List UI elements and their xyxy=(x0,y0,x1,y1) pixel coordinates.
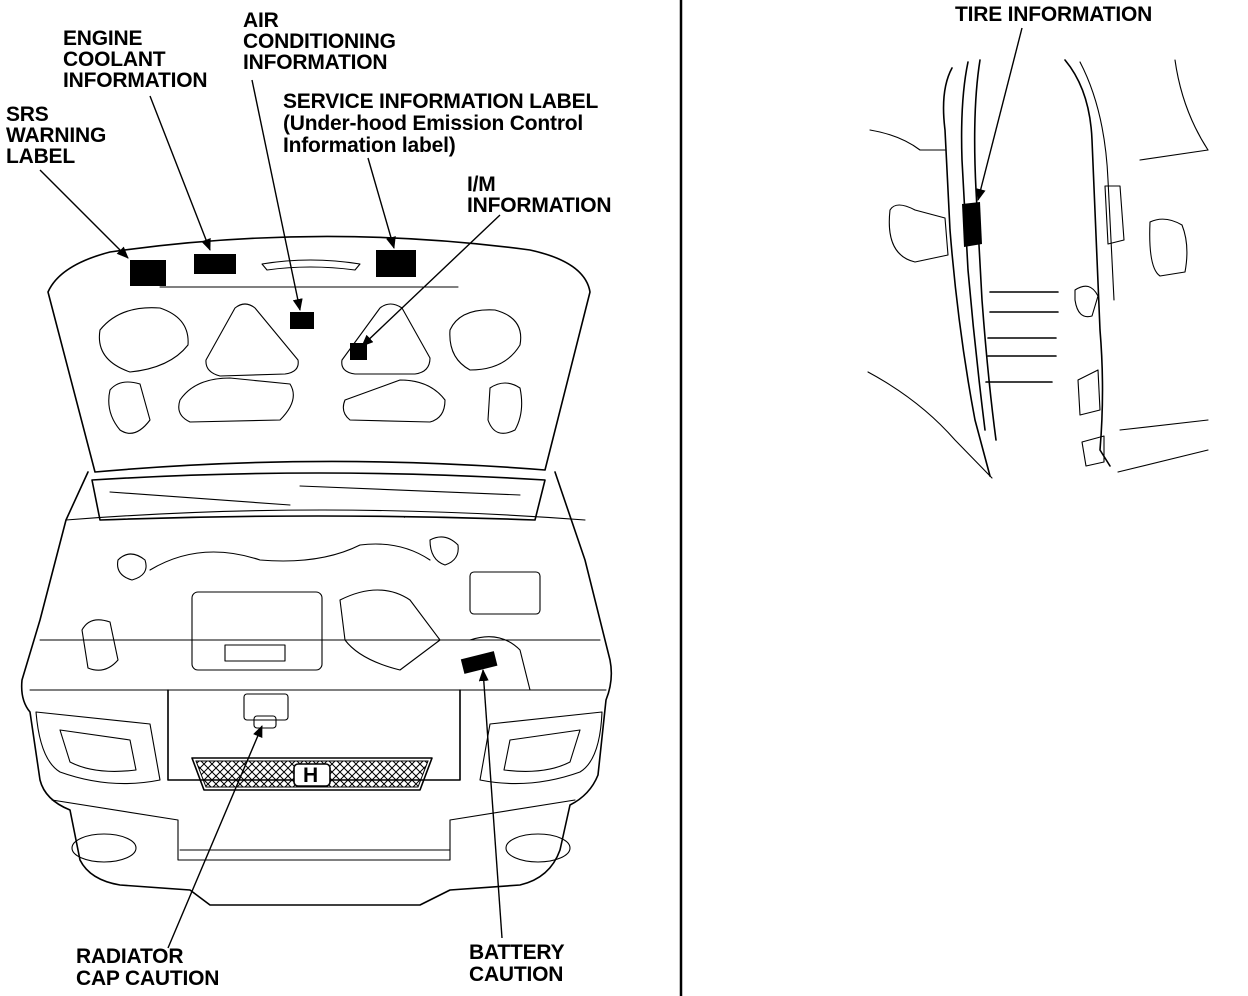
im-info-line2: INFORMATION xyxy=(467,194,611,217)
door-jamb-illustration xyxy=(867,59,1209,479)
srs-warning-label-line3: LABEL xyxy=(6,145,75,168)
srs-warning-label-line2: WARNING xyxy=(6,124,106,147)
air-conditioning-info-line3: INFORMATION xyxy=(243,51,387,74)
service-info-label-line2: (Under-hood Emission Control xyxy=(283,112,583,135)
callout-labels: SRS WARNING LABEL ENGINE COOLANT INFORMA… xyxy=(6,3,1152,990)
engine-coolant-info-line2: COOLANT xyxy=(63,48,166,71)
srs-warning-label-line1: SRS xyxy=(6,103,49,126)
air-conditioning-info-line1: AIR xyxy=(243,9,279,32)
engine-coolant-info-line3: INFORMATION xyxy=(63,69,207,92)
battery-caution-line1: BATTERY xyxy=(469,941,565,964)
service-info-label-line3: Information label) xyxy=(283,134,456,157)
radiator-cap-caution-line2: CAP CAUTION xyxy=(76,967,219,990)
leader-lines xyxy=(39,27,1023,949)
tire-info-label: TIRE INFORMATION xyxy=(955,3,1152,26)
air-conditioning-info-line2: CONDITIONING xyxy=(243,30,396,53)
service-label-marker xyxy=(376,250,416,277)
svg-text:H: H xyxy=(303,764,318,787)
im-info-line1: I/M xyxy=(467,173,496,196)
service-info-label-line1: SERVICE INFORMATION LABEL xyxy=(283,90,598,113)
srs-label-marker xyxy=(130,260,166,286)
coolant-label-marker xyxy=(194,254,236,274)
tire-info-label-marker xyxy=(962,202,982,247)
engine-coolant-info-line1: ENGINE xyxy=(63,27,143,50)
battery-caution-line2: CAUTION xyxy=(469,963,563,986)
ac-label-marker xyxy=(290,312,314,329)
im-label-marker xyxy=(350,343,367,360)
battery-label-marker xyxy=(460,651,498,674)
vehicle-front-illustration: H xyxy=(20,235,613,906)
radiator-cap-caution-line1: RADIATOR xyxy=(76,945,183,968)
